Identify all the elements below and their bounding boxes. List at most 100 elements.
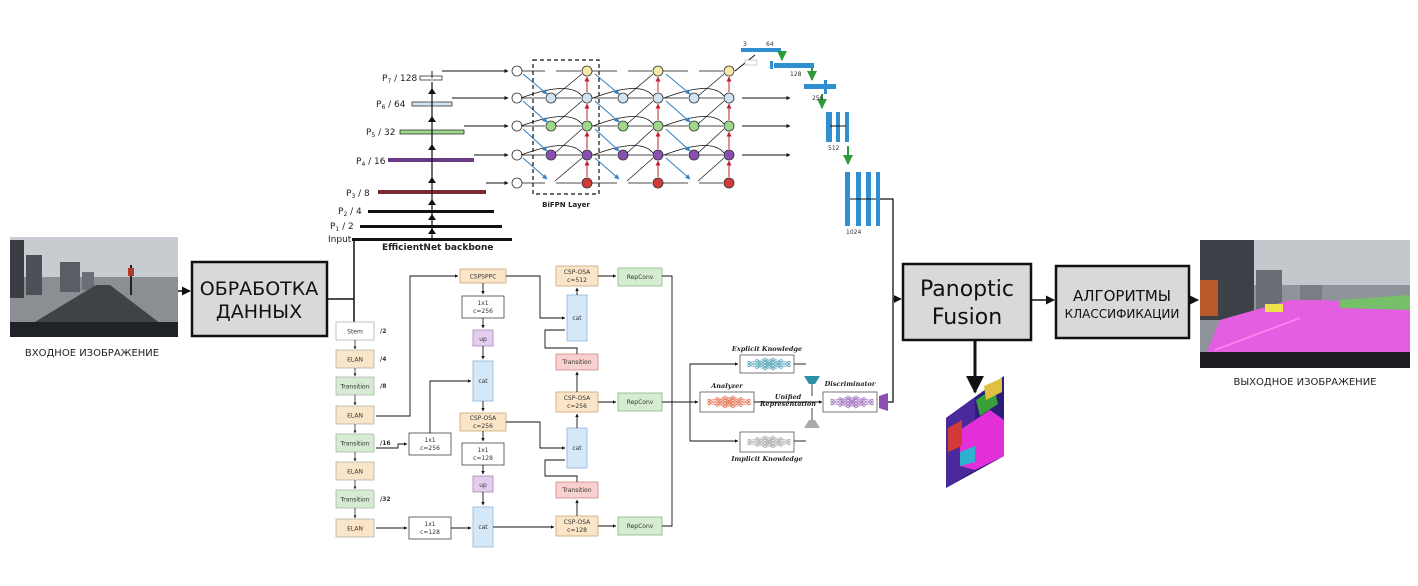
level-bar-p1 <box>360 225 502 228</box>
level-bar-p7 <box>419 75 443 81</box>
bifpn-node <box>652 65 664 77</box>
osa1-l2: c=512 <box>567 277 587 284</box>
net-node <box>771 435 775 439</box>
bifpn-node <box>545 149 557 161</box>
net-node <box>763 364 767 368</box>
bifpn-node <box>545 120 557 132</box>
bifpn-node <box>617 92 629 104</box>
bifpn-dashed-frame <box>532 59 600 195</box>
unet-decoder: 3 64 128 256 512 1024 <box>741 41 880 236</box>
bifpn-down-edge <box>522 100 548 123</box>
bifpn-down-edge <box>665 128 691 152</box>
bifpn-diag-edge <box>626 128 654 154</box>
net-edge <box>780 362 790 368</box>
net-node <box>846 405 850 409</box>
conv1-l2: c=256 <box>473 308 493 315</box>
bifpn-node <box>688 149 700 161</box>
backbone-scale: /2 <box>380 328 386 335</box>
net-node <box>854 402 858 406</box>
net-node <box>763 442 767 446</box>
backbone-block-label: ELAN <box>347 469 363 476</box>
bifpn-down-edge <box>522 73 548 95</box>
bifpn-node <box>688 92 700 104</box>
bifpn-skip <box>663 145 725 156</box>
net-node <box>771 364 775 368</box>
net-node <box>763 438 767 442</box>
repconv1-label: RepConv <box>627 274 654 281</box>
net-edge <box>756 362 766 368</box>
net-node <box>846 402 850 406</box>
net-node <box>739 400 743 404</box>
up2-label: up <box>479 482 487 489</box>
input-image <box>10 237 178 337</box>
net-node <box>870 398 874 402</box>
net-node <box>779 365 783 369</box>
net-edge <box>748 360 758 366</box>
net-node <box>739 397 743 401</box>
net-node <box>854 405 858 409</box>
connector-unet-fusion <box>880 198 894 403</box>
net-node <box>755 440 759 444</box>
net-node <box>707 398 711 402</box>
net-edge <box>855 398 865 404</box>
bifpn-node <box>581 92 593 104</box>
net-node <box>763 357 767 361</box>
output-image <box>1200 240 1410 368</box>
bifpn-skip <box>592 116 654 127</box>
unet-label-64: 64 <box>766 41 774 48</box>
unet-label-128: 128 <box>790 71 802 78</box>
net-node <box>731 395 735 399</box>
panoptic-mask-preview <box>946 376 1004 488</box>
conv3-l2: c=128 <box>473 455 493 462</box>
net-edge <box>708 398 718 404</box>
conv2-l1: 1x1 <box>424 437 435 444</box>
net-edge <box>756 440 766 446</box>
backbone-block-label: Stem <box>347 329 363 336</box>
net-edge <box>740 400 750 406</box>
level-bar-input <box>352 238 512 241</box>
net-node <box>862 403 866 407</box>
net-edge <box>756 359 766 365</box>
net-edge <box>756 437 766 443</box>
classifier-box: АЛГОРИТМЫ КЛАССИФИКАЦИИ <box>1054 264 1191 340</box>
net-edge <box>772 360 782 369</box>
net-node <box>723 402 727 406</box>
bifpn-node <box>652 120 664 132</box>
net-edge <box>772 360 782 366</box>
net-node <box>755 365 759 369</box>
net-node <box>755 359 759 363</box>
net-node <box>771 367 775 371</box>
bifpn-diag-edge <box>554 73 583 97</box>
bifpn-down-edge <box>665 157 691 180</box>
net-edge <box>764 437 774 444</box>
net-node <box>787 442 791 446</box>
net-edge <box>724 397 734 407</box>
net-node <box>779 437 783 441</box>
bifpn-down-edge <box>594 128 620 152</box>
bifpn-skip <box>663 88 725 99</box>
bifpn-down-edge <box>522 128 548 152</box>
net-edge <box>847 397 857 407</box>
backbone-block-label: ELAN <box>347 526 363 533</box>
transition2-label: Transition <box>561 487 591 494</box>
yolo-neck: CSPSPPC 1x1 c=256 up cat CSP-OSA c=256 1… <box>408 265 663 548</box>
net-node <box>715 403 719 407</box>
net-edge <box>764 359 774 366</box>
bifpn-skip <box>520 116 583 127</box>
bifpn-down-edge <box>522 157 548 180</box>
net-node <box>763 445 767 449</box>
bifpn-node <box>545 92 557 104</box>
fusion-line2: Fusion <box>932 305 1002 330</box>
net-edge <box>716 397 726 403</box>
bifpn-skip <box>663 116 725 127</box>
net-node <box>723 405 727 409</box>
net-edge <box>724 400 734 407</box>
bifpn-node <box>581 65 593 77</box>
net-edge <box>756 437 766 446</box>
net-node <box>854 395 858 399</box>
net-edge <box>855 401 865 407</box>
net-node <box>755 362 759 366</box>
osa3-l2: c=256 <box>567 403 587 410</box>
bifpn-diag-edge <box>554 128 583 154</box>
backbone-scale: /4 <box>380 356 386 363</box>
